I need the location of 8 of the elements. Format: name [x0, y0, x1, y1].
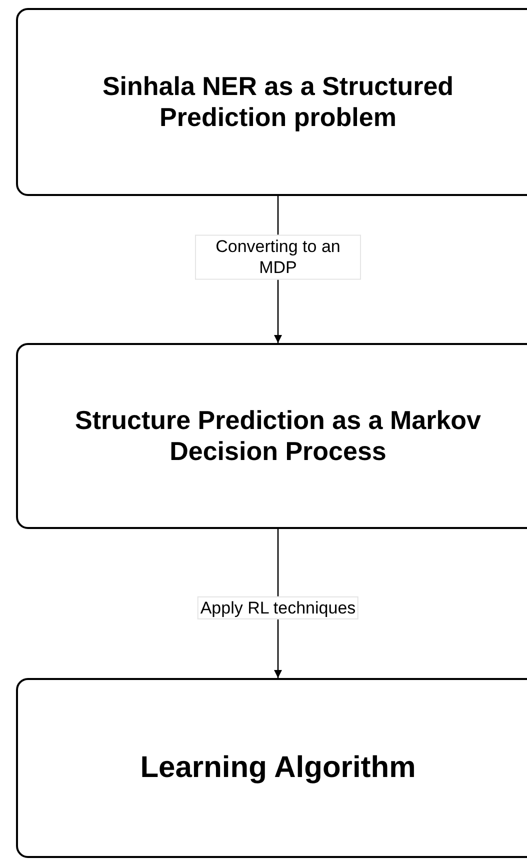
edge-label: Apply RL techniques — [197, 596, 359, 620]
box-title: Learning Algorithm — [140, 750, 416, 786]
box-title: Sinhala NER as a Structured Prediction problem — [101, 70, 455, 134]
edge-label: Converting to an MDP — [195, 234, 361, 280]
process-box — [16, 343, 527, 529]
process-box — [16, 678, 527, 858]
process-box — [16, 8, 527, 196]
box-title: Structure Prediction as a Markov Decision Process — [74, 404, 482, 468]
